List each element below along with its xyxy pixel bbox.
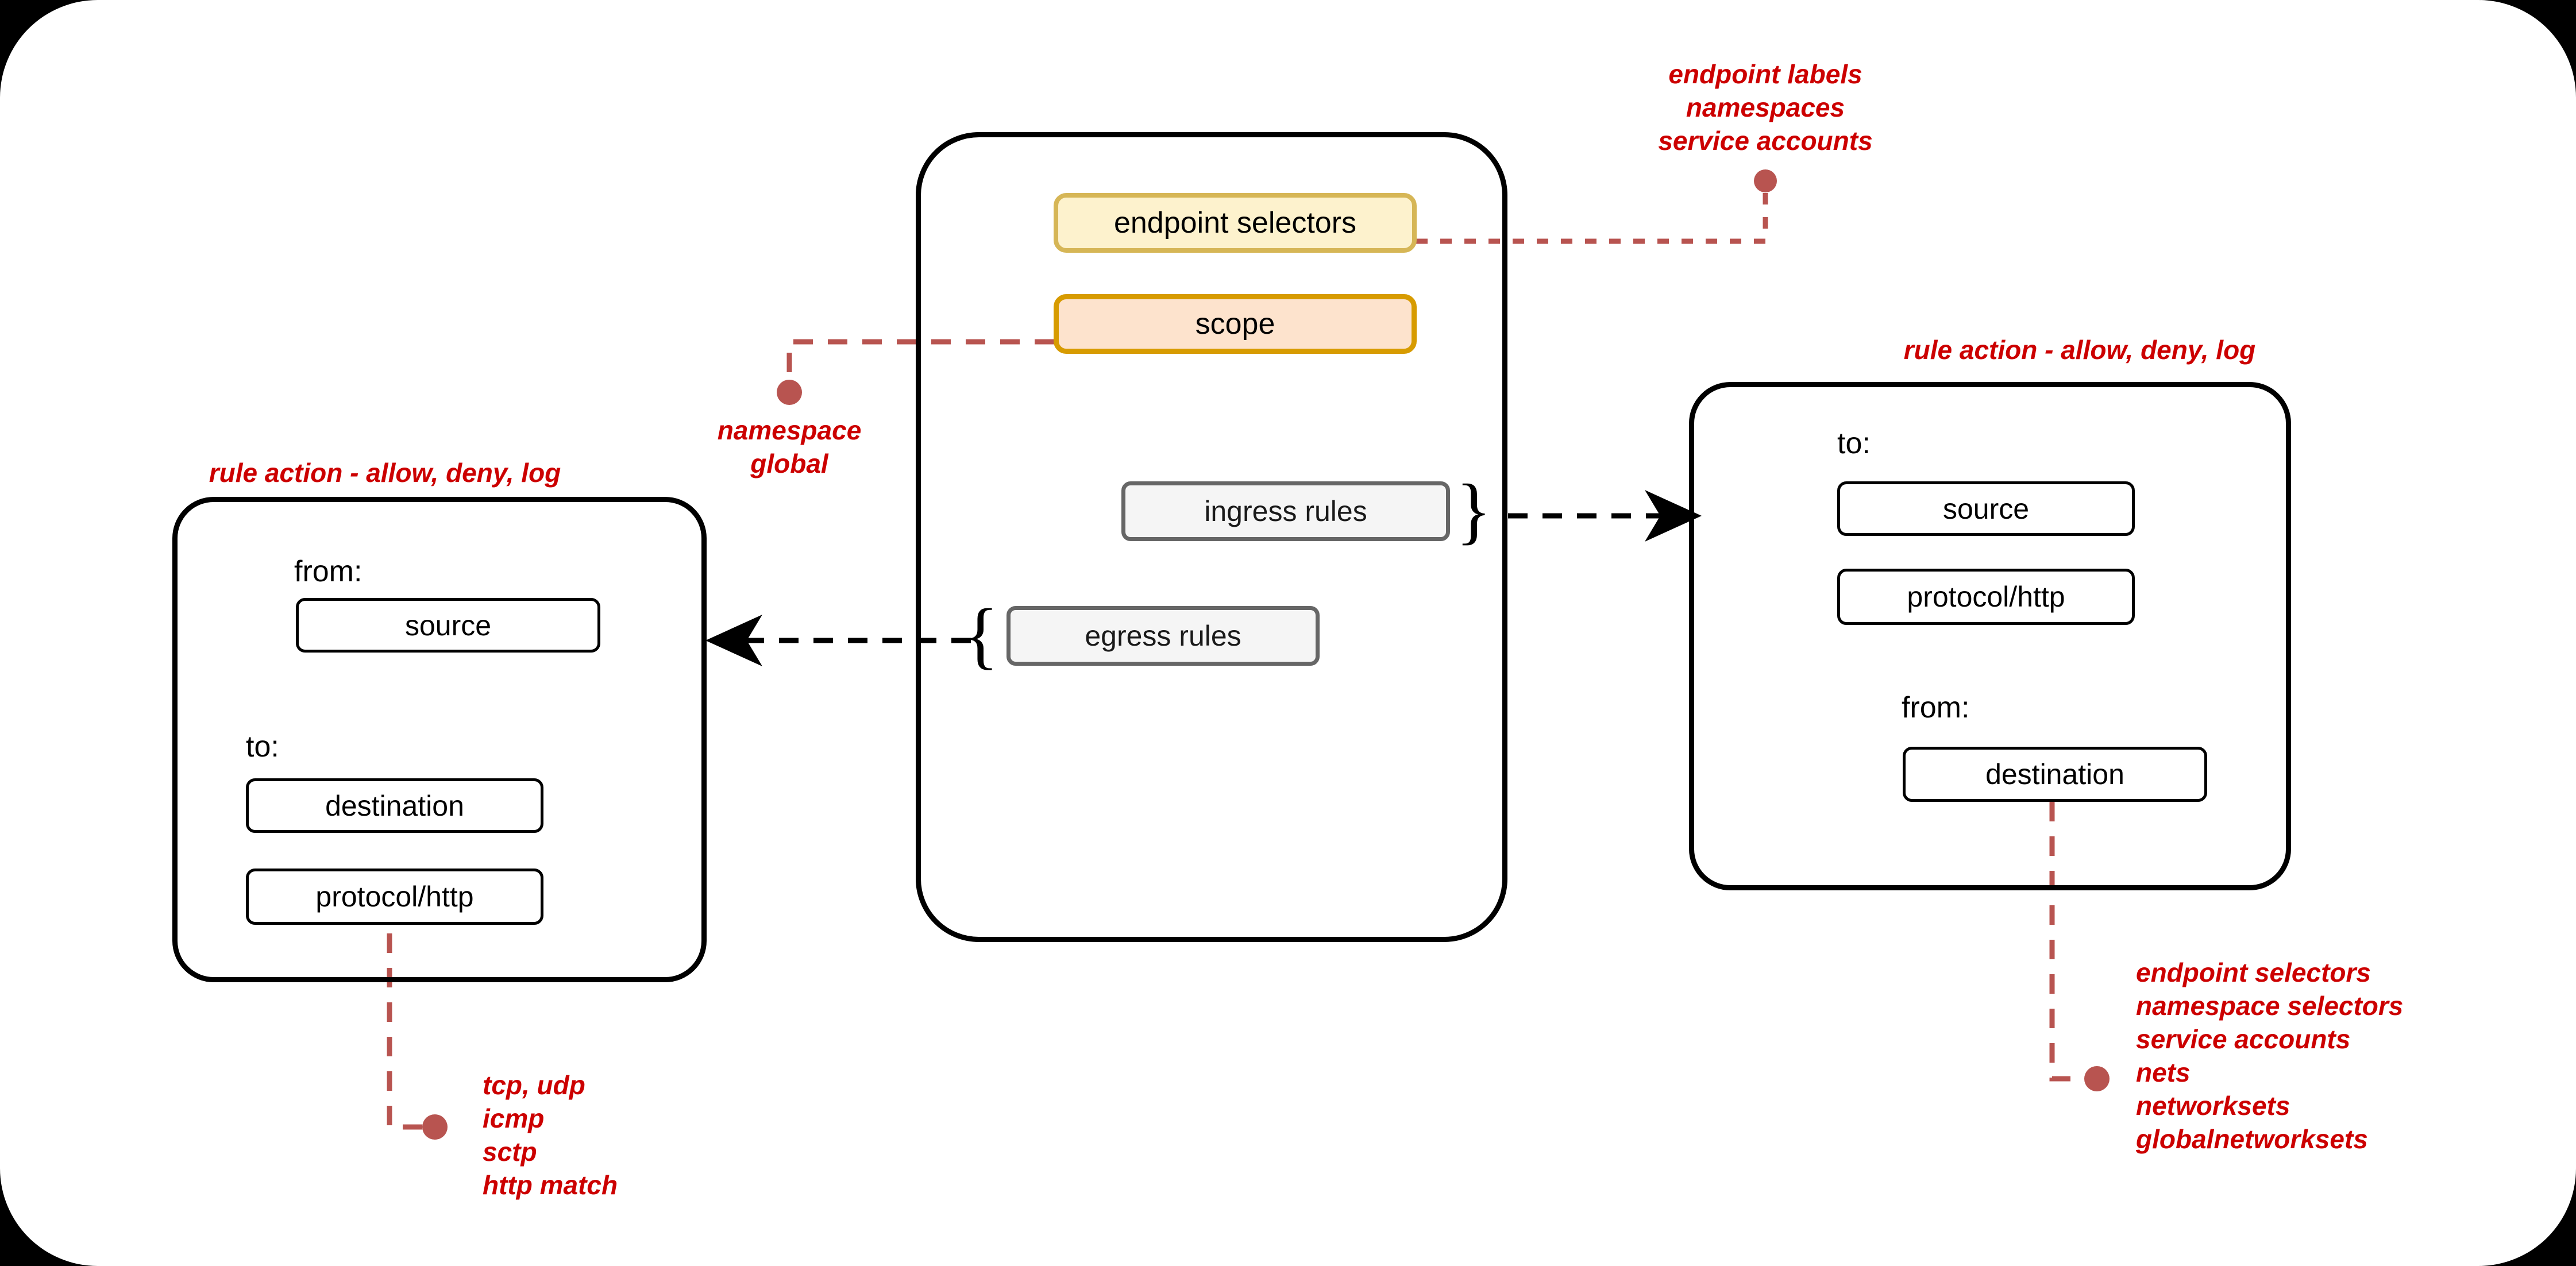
egress-protocol-box[interactable]: protocol/http bbox=[246, 869, 543, 925]
egress-brace: { bbox=[963, 594, 999, 677]
egress-rules-label: egress rules bbox=[1085, 620, 1241, 652]
scope-annotation: namespace global bbox=[717, 415, 862, 478]
egress-from-label: from: bbox=[294, 555, 363, 588]
egress-source-label: source bbox=[404, 609, 492, 642]
ingress-to-label: to: bbox=[1837, 427, 1871, 460]
egress-policy-box bbox=[172, 497, 707, 982]
ingress-destination-label: destination bbox=[1985, 758, 2124, 790]
egress-destination-label: destination bbox=[325, 789, 464, 822]
ingress-rule-action-note: rule action - allow, deny, log bbox=[1903, 335, 2256, 365]
endpoint-selectors-label: endpoint selectors bbox=[1113, 206, 1357, 240]
endpoint-selectors-box[interactable]: endpoint selectors bbox=[1054, 193, 1417, 253]
egress-destination-box[interactable]: destination bbox=[246, 778, 543, 833]
egress-to-label: to: bbox=[246, 730, 279, 763]
ingress-brace: } bbox=[1456, 469, 1492, 552]
egress-source-box[interactable]: source bbox=[296, 598, 600, 653]
ingress-rules-box[interactable]: ingress rules bbox=[1121, 481, 1450, 541]
ingress-source-box[interactable]: source bbox=[1837, 481, 2135, 536]
endpoint-selectors-annotation: endpoint labels namespaces service accou… bbox=[1658, 59, 1873, 156]
ingress-protocol-label: protocol/http bbox=[1907, 581, 2065, 613]
policy-container bbox=[916, 132, 1507, 942]
scope-label: scope bbox=[1195, 307, 1275, 341]
egress-protocol-label: protocol/http bbox=[315, 881, 474, 913]
ingress-policy-box bbox=[1689, 382, 2291, 890]
ingress-protocol-box[interactable]: protocol/http bbox=[1837, 569, 2135, 625]
egress-rule-action-note: rule action - allow, deny, log bbox=[209, 458, 561, 488]
ingress-destination-box[interactable]: destination bbox=[1903, 747, 2207, 802]
ingress-rules-label: ingress rules bbox=[1204, 495, 1367, 527]
scope-box[interactable]: scope bbox=[1054, 294, 1417, 354]
destination-annotation: endpoint selectors namespace selectors s… bbox=[2136, 958, 2404, 1154]
protocol-annotation: tcp, udp icmp sctp http match bbox=[483, 1070, 618, 1200]
egress-rules-box[interactable]: egress rules bbox=[1007, 606, 1320, 666]
ingress-from-label: from: bbox=[1902, 691, 1970, 724]
ingress-source-label: source bbox=[1942, 492, 2030, 525]
